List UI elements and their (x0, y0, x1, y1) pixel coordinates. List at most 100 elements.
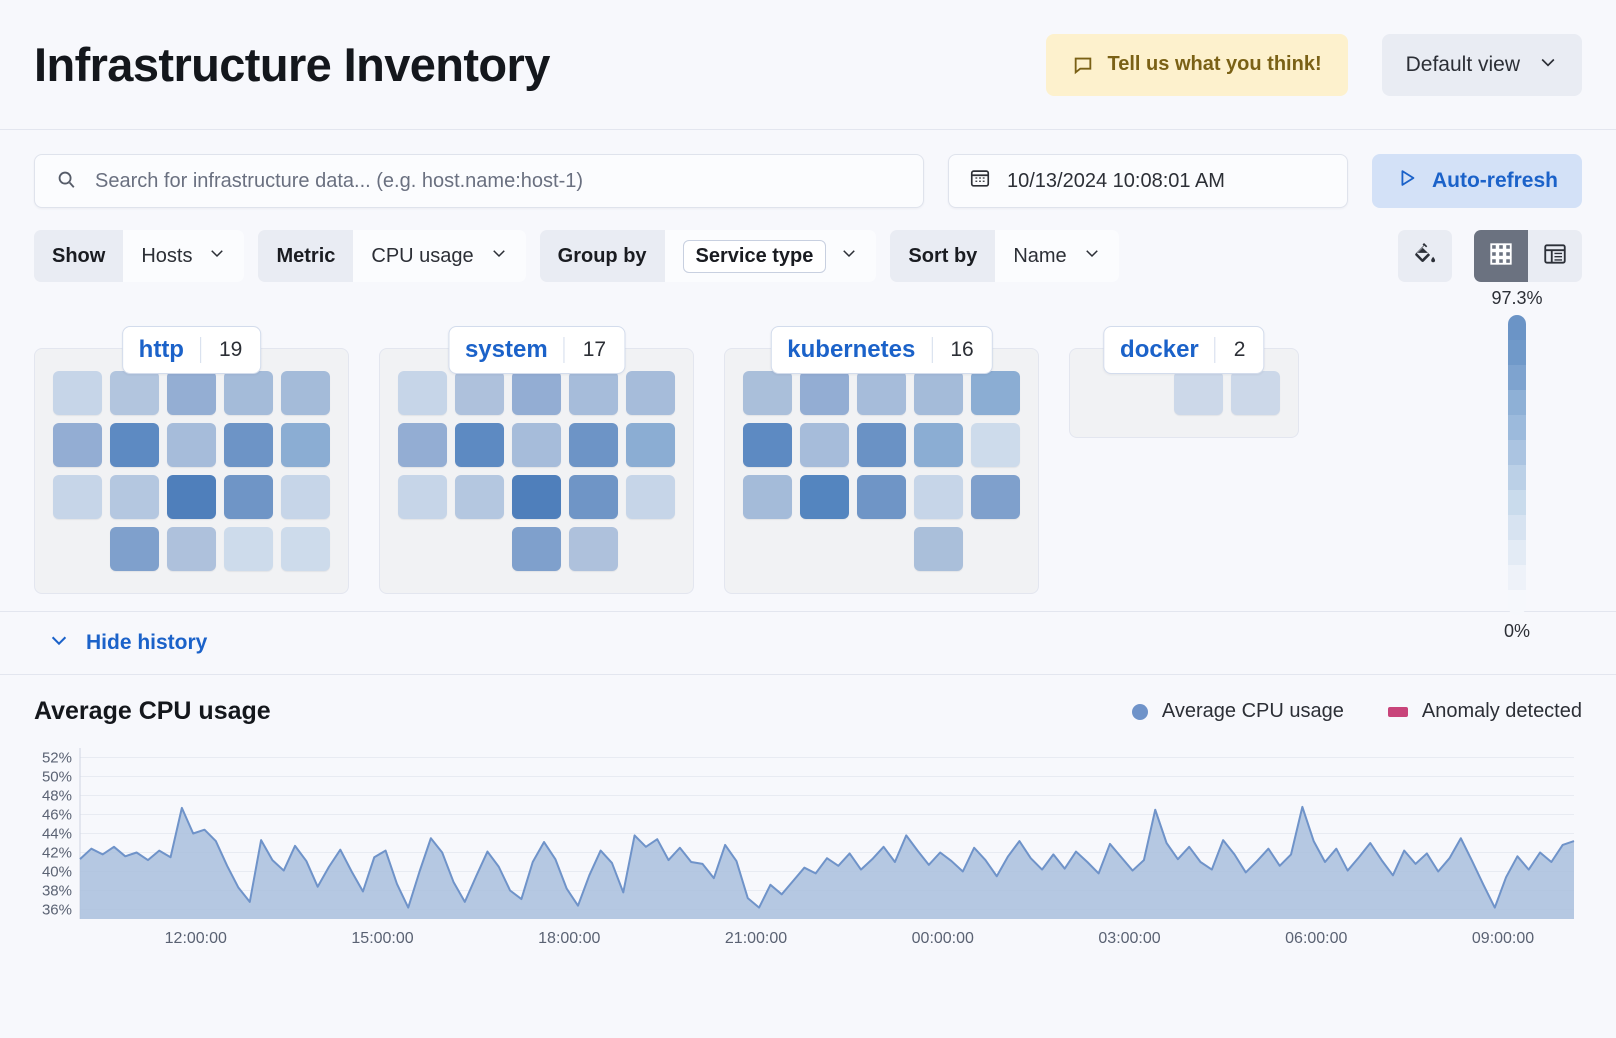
waffle-cell[interactable] (1173, 371, 1223, 415)
search-box[interactable] (34, 154, 924, 208)
legend-min-value: 0% (1503, 621, 1530, 641)
waffle-cell[interactable] (167, 475, 216, 519)
waffle-cell[interactable] (569, 475, 618, 519)
chart-line (79, 805, 1575, 909)
waffle-cell[interactable] (224, 527, 273, 571)
waffle-cell[interactable] (800, 371, 849, 415)
waffle-cell[interactable] (398, 371, 447, 415)
x-axis-tick-label: 21:00:00 (725, 930, 787, 947)
table-view-button[interactable] (1528, 230, 1582, 282)
waffle-cell[interactable] (800, 423, 849, 467)
waffle-cell[interactable] (569, 423, 618, 467)
legend-item-average-cpu-usage[interactable]: Average CPU usage (1131, 700, 1344, 723)
waffle-cell[interactable] (398, 475, 447, 519)
waffle-cell[interactable] (626, 475, 675, 519)
waffle-cell[interactable] (455, 475, 504, 519)
filter-group-by-chip[interactable]: Service type (682, 239, 827, 273)
default-view-label: Default view (1405, 52, 1520, 76)
waffle-cell[interactable] (167, 371, 216, 415)
waffle-cell[interactable] (743, 423, 792, 467)
waffle-cell[interactable] (281, 475, 330, 519)
waffle-cell[interactable] (455, 371, 504, 415)
waffle-cell[interactable] (224, 371, 273, 415)
filter-metric-dropdown[interactable]: CPU usage (353, 230, 526, 282)
waffle-cell[interactable] (281, 527, 330, 571)
waffle-cell[interactable] (110, 475, 159, 519)
chevron-down-icon (48, 629, 70, 657)
waffle-cell[interactable] (53, 423, 102, 467)
y-axis-tick-label: 44% (42, 826, 72, 843)
legend-step (1508, 590, 1526, 615)
group-name: kubernetes (787, 336, 916, 363)
waffle-row (53, 423, 330, 467)
waffle-cell[interactable] (914, 371, 963, 415)
legend-gradient-bar (1508, 315, 1526, 615)
waffle-cell[interactable] (971, 475, 1020, 519)
date-value: 10/13/2024 10:08:01 AM (1006, 169, 1225, 192)
waffle-cell[interactable] (398, 423, 447, 467)
y-axis-tick-label: 48% (42, 788, 72, 805)
waffle-cell[interactable] (224, 423, 273, 467)
waffle-cell[interactable] (455, 423, 504, 467)
waffle-cell[interactable] (857, 371, 906, 415)
filter-sort-by-dropdown[interactable]: Name (995, 230, 1119, 282)
waffle-cell[interactable] (743, 475, 792, 519)
grid-view-button[interactable] (1474, 230, 1528, 282)
waffle-cell[interactable] (857, 423, 906, 467)
page-header: Infrastructure Inventory Tell us what yo… (0, 0, 1616, 130)
default-view-dropdown[interactable]: Default view (1381, 33, 1582, 96)
waffle-cell[interactable] (512, 371, 561, 415)
waffle-cell[interactable] (512, 423, 561, 467)
waffle-cell[interactable] (110, 423, 159, 467)
waffle-cell[interactable] (224, 475, 273, 519)
waffle-cell[interactable] (626, 371, 675, 415)
date-picker[interactable]: 10/13/2024 10:08:01 AM (947, 154, 1348, 208)
auto-refresh-button[interactable]: Auto-refresh (1371, 154, 1582, 208)
filter-show-dropdown[interactable]: Hosts (123, 230, 245, 282)
search-icon (55, 168, 77, 195)
waffle-cell[interactable] (971, 371, 1020, 415)
legend-step (1508, 365, 1526, 390)
waffle-cell[interactable] (914, 527, 963, 571)
search-input[interactable] (93, 168, 903, 194)
waffle-cell[interactable] (53, 371, 102, 415)
group-count: 17 (582, 338, 607, 361)
waffle-cell[interactable] (281, 423, 330, 467)
waffle-cell[interactable] (110, 527, 159, 571)
waffle-cell[interactable] (569, 527, 618, 571)
waffle-cell[interactable] (110, 371, 159, 415)
waffle-cell[interactable] (626, 423, 675, 467)
waffle-cell[interactable] (569, 371, 618, 415)
waffle-cell[interactable] (53, 475, 102, 519)
waffle-cell[interactable] (743, 371, 792, 415)
waffle-cell[interactable] (971, 423, 1020, 467)
view-toggle-group (1474, 230, 1582, 282)
filter-group-by-dropdown[interactable]: Service type (664, 230, 877, 282)
waffle-cell[interactable] (857, 475, 906, 519)
waffle-cell[interactable] (512, 475, 561, 519)
y-axis-tick-label: 38% (42, 883, 72, 900)
feedback-button[interactable]: Tell us what you think! (1045, 33, 1348, 96)
waffle-cell[interactable] (167, 527, 216, 571)
waffle-cell[interactable] (914, 475, 963, 519)
chevron-down-icon (490, 244, 508, 268)
waffle-row (914, 527, 1020, 571)
paint-bucket-button[interactable] (1398, 230, 1452, 282)
waffle-cell[interactable] (1230, 371, 1280, 415)
legend-item-anomaly-detected[interactable]: Anomaly detected (1387, 700, 1582, 723)
waffle-cell[interactable] (167, 423, 216, 467)
hide-history-toggle[interactable]: Hide history (0, 612, 1616, 675)
color-scale-legend: 97.3% 0% (1462, 288, 1572, 642)
waffle-cell[interactable] (914, 423, 963, 467)
waffle-cell[interactable] (512, 527, 561, 571)
waffle-cell[interactable] (800, 475, 849, 519)
group-body (34, 348, 349, 594)
waffle-cell[interactable] (281, 371, 330, 415)
